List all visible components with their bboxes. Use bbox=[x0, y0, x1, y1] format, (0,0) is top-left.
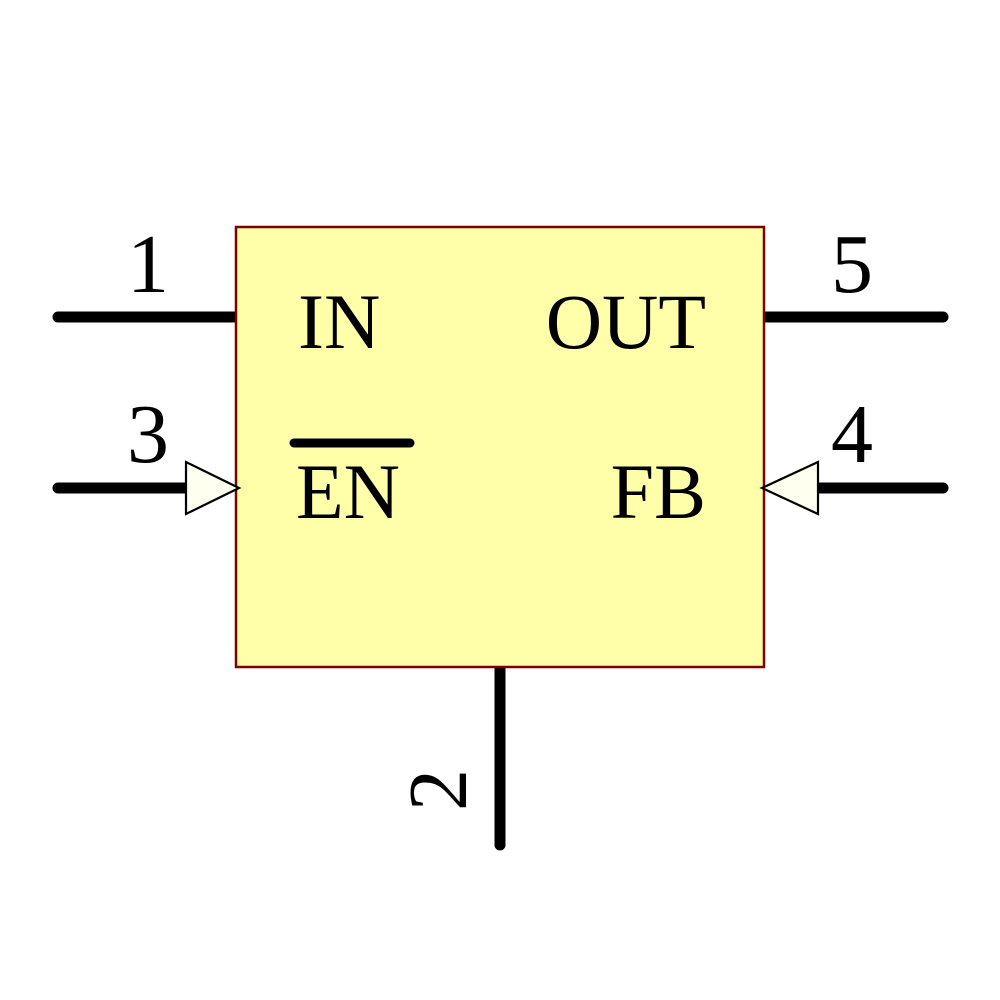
port-label-out: OUT bbox=[546, 278, 706, 365]
pin-number-3: 3 bbox=[127, 388, 169, 481]
fb-input-arrow-icon bbox=[759, 460, 820, 516]
port-direction-markers bbox=[184, 460, 820, 516]
port-label-en: EN bbox=[296, 448, 400, 535]
port-labels: IN EN OUT FB bbox=[289, 278, 706, 535]
port-label-in: IN bbox=[298, 278, 380, 365]
pin-number-1: 1 bbox=[127, 218, 169, 311]
pin-number-4: 4 bbox=[831, 388, 873, 481]
pin-numbers: 1 3 5 4 2 bbox=[127, 218, 873, 811]
pin-number-5: 5 bbox=[831, 218, 873, 311]
en-input-arrow-icon bbox=[184, 460, 242, 516]
port-label-fb: FB bbox=[611, 448, 706, 535]
pin-number-2: 2 bbox=[392, 769, 485, 811]
pin-wires bbox=[52, 311, 949, 851]
